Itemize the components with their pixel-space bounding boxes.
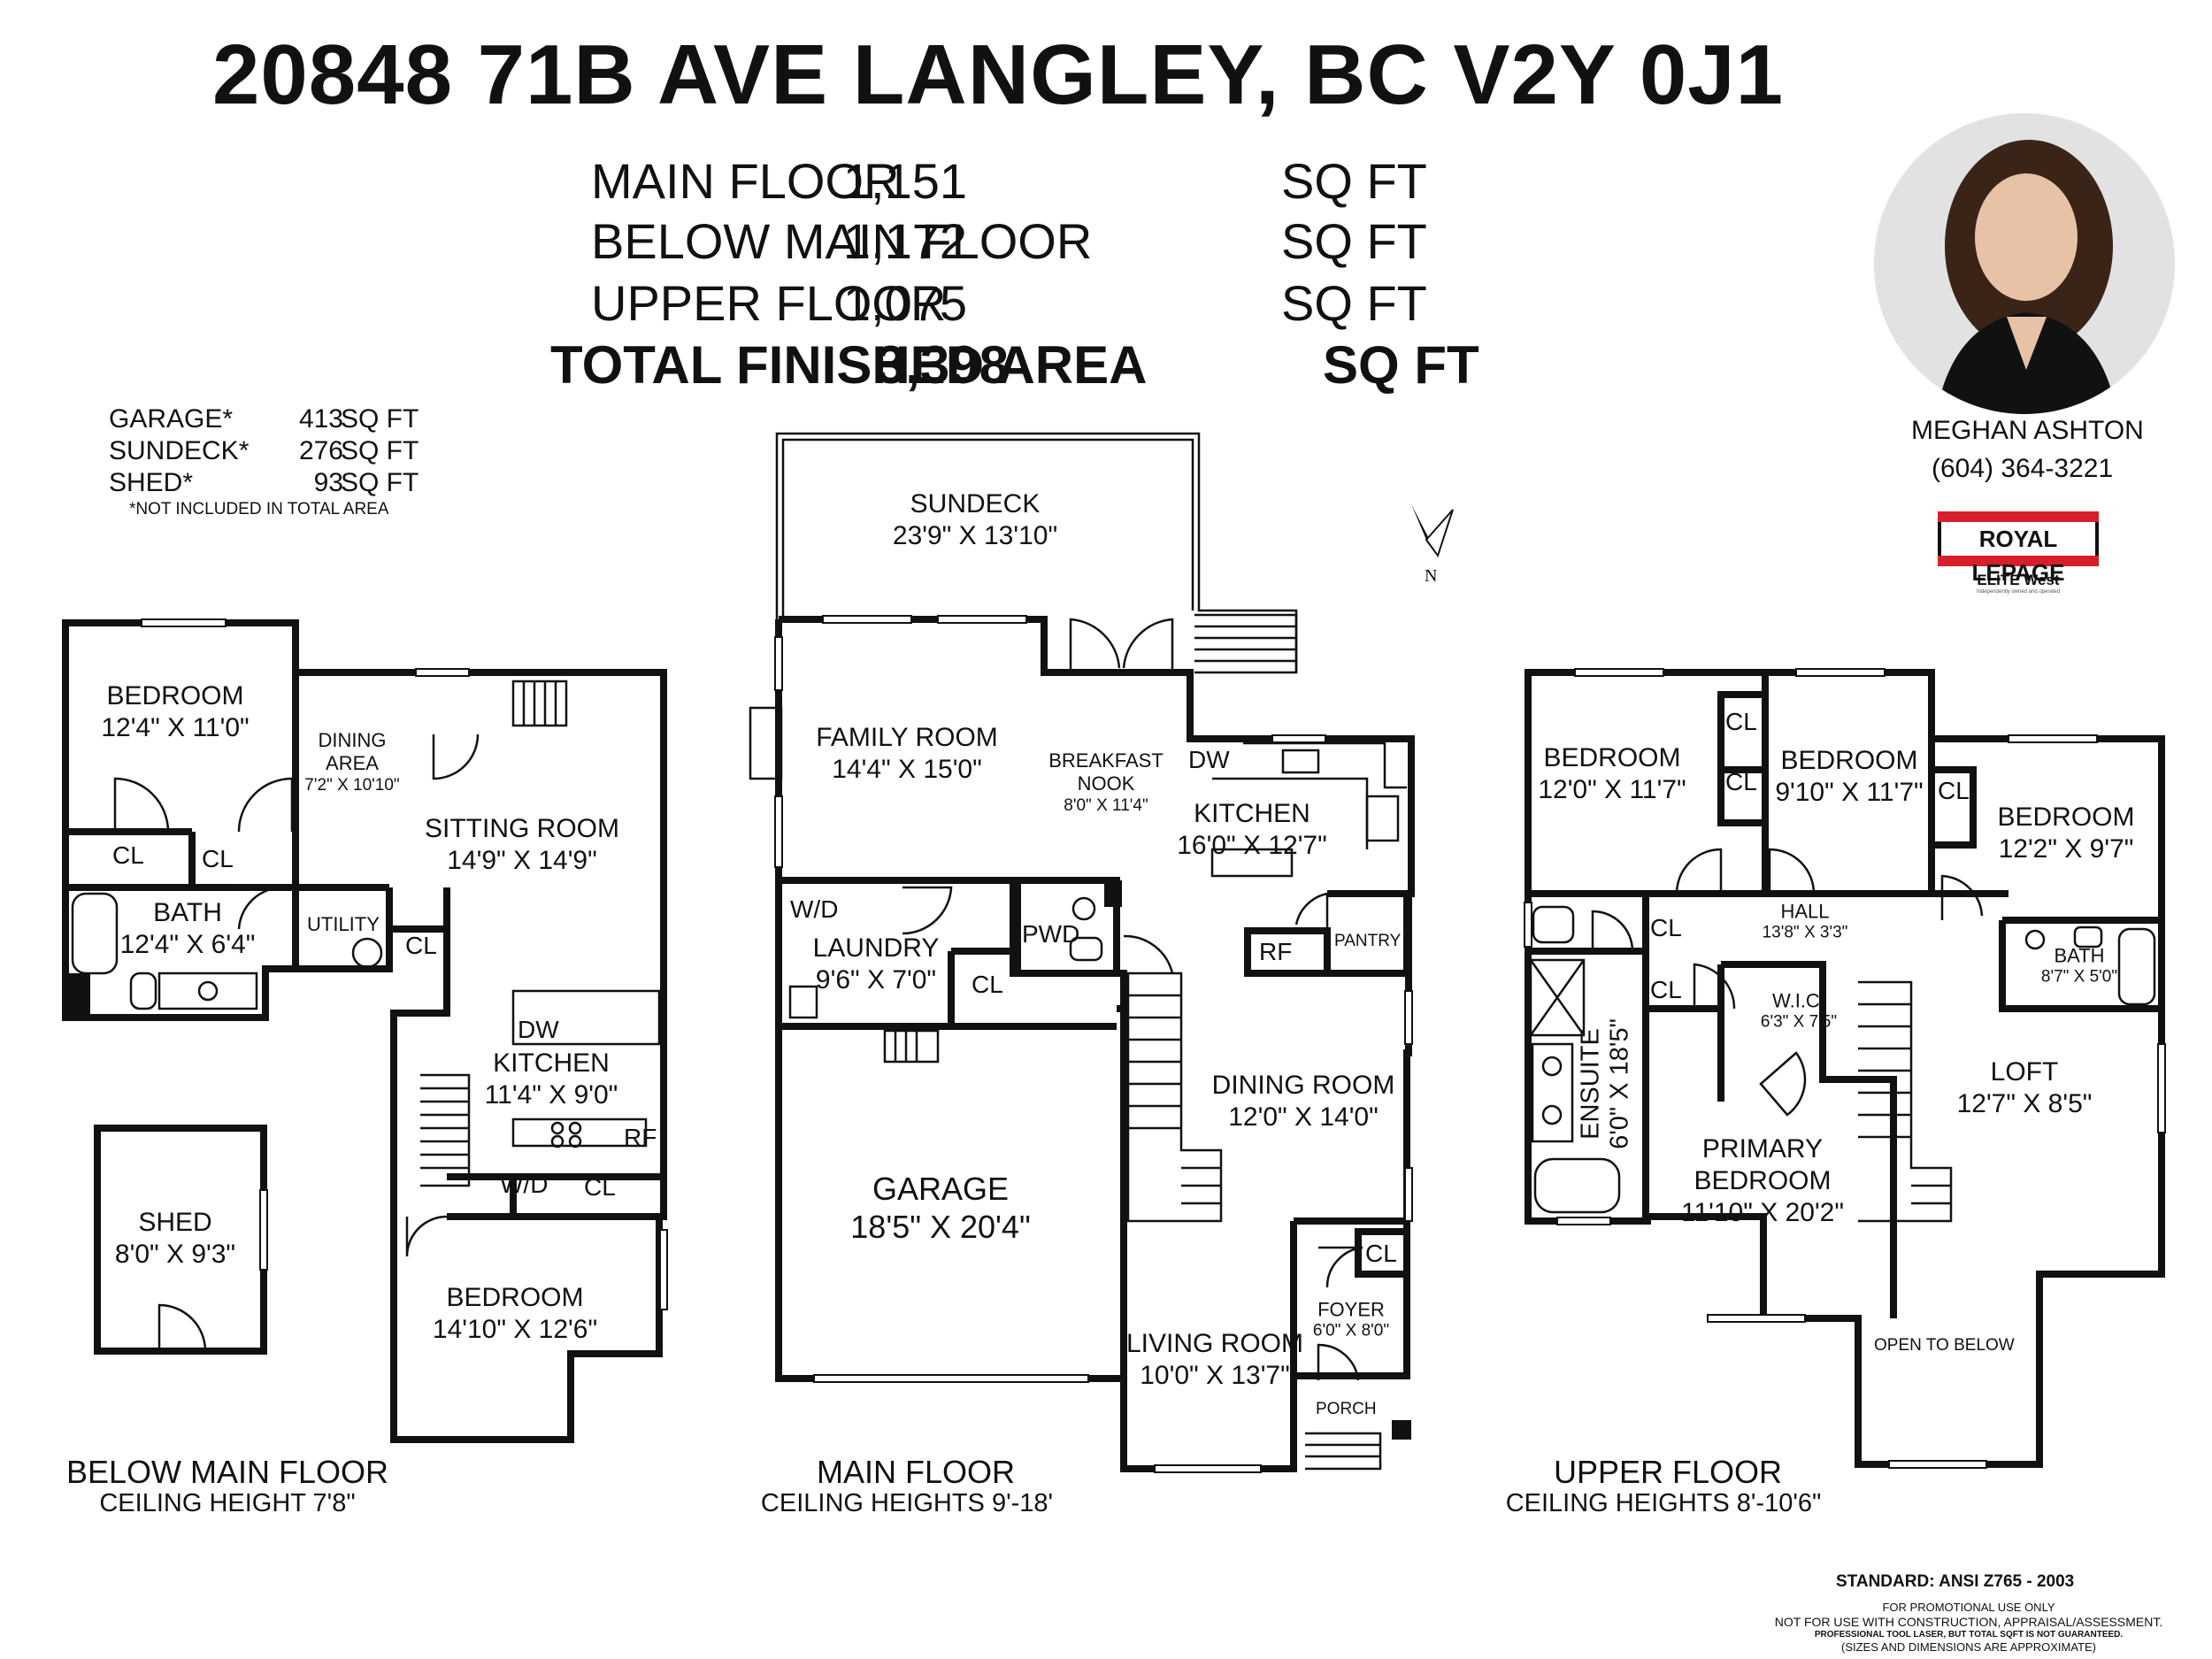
area-label: MAIN FLOOR [591,153,900,209]
main-floor-ceiling: CEILING HEIGHTS 9'-18' [760,1489,1054,1517]
agent-name: MEGHAN ASHTON [1911,416,2144,445]
standard-note: STANDARD: ANSI Z765 - 2003 [1836,1572,2075,1591]
room-dining-room: DINING ROOM 12'0" X 14'0" [1211,1071,1395,1132]
area-label: BELOW MAIN FLOOR [591,213,1093,269]
upper-floor-title: UPPER FLOOR [1553,1454,1783,1490]
area-label: UPPER FLOOR [591,275,947,331]
washer-dryer-label: W/D [790,895,839,923]
north-arrow-icon [1411,504,1454,558]
room-below-sitting-room: SITTING ROOM 14'9" X 14'9" [425,814,619,875]
total-value: 3,398 [875,335,1009,395]
fridge-label: RF [1259,938,1293,965]
room-upper-bedroom-2: BEDROOM 9'10" X 11'7" [1775,746,1924,807]
below-floor-title: BELOW MAIN FLOOR [65,1454,389,1490]
room-upper-bath: BATH 8'7" X 5'0" [2040,944,2118,987]
closet-label: CL [584,1173,616,1201]
agent-portrait-icon [1874,113,2175,414]
room-loft: LOFT 12'7" X 8'5" [1956,1057,2093,1118]
closet-label: CL [202,845,234,872]
room-sundeck: SUNDECK 23'9" X 13'10" [892,489,1058,550]
logo-office: ELITE West [1977,572,2060,588]
room-below-bath: BATH 12'4" X 6'4" [119,898,256,959]
closet-label: CL [1938,777,1970,804]
room-below-bedroom-1: BEDROOM 12'4" X 11'0" [101,681,250,742]
disclaimer-line: PROFESSIONAL TOOL LASER, BUT TOTAL SQFT … [1814,1630,2124,1640]
utility-label: UTILITY [307,913,380,935]
room-breakfast-nook: BREAKFAST NOOK 8'0" X 11'4" [1048,749,1164,815]
area-row-main: MAIN FLOOR 1,151 SQ FT [591,152,1476,214]
below-floor-ceiling: CEILING HEIGHT 7'8" [99,1489,356,1517]
porch-label: PORCH [1316,1400,1377,1418]
agent-photo [1874,113,2175,414]
upper-floor-ceiling: CEILING HEIGHTS 8'-10'6" [1505,1489,1822,1517]
room-below-dining-area: DINING AREA 7'2" X 10'10" [304,729,400,795]
extras-note: *NOT INCLUDED IN TOTAL AREA [129,500,389,518]
total-unit: SQ FT [1323,335,1479,395]
room-family-room: FAMILY ROOM 14'4" X 15'0" [816,723,998,784]
room-living-room: LIVING ROOM 10'0" X 13'7" [1125,1329,1304,1390]
brokerage-logo: ROYAL LEPAGE ELITE West Independently ow… [1938,511,2099,595]
powder-room-label: PWD [1022,920,1080,948]
room-ensuite: ENSUITE 6'0" X 18'5" [1576,1018,1634,1149]
area-row-upper: UPPER FLOOR 1,075 SQ FT [591,274,1476,336]
room-hall: HALL 13'8" X 3'3" [1762,900,1848,942]
area-unit: SQ FT [1281,153,1427,209]
disclaimer-line: (SIZES AND DIMENSIONS ARE APPROXIMATE) [1841,1640,2096,1654]
logo-wordmark: ROYAL LEPAGE [1938,522,2099,586]
room-upper-bedroom-3: BEDROOM 12'2" X 9'7" [1997,803,2135,864]
dishwasher-label: DW [1188,746,1230,773]
compass-north-label: N [1425,566,1438,586]
total-label: TOTAL FINISHED AREA [550,335,1148,395]
closet-label: CL [1650,976,1682,1003]
room-below-kitchen: KITCHEN 11'4" X 9'0" [484,1048,618,1110]
closet-label: CL [972,971,1003,998]
area-row-below: BELOW MAIN FLOOR 1,172 SQ FT [591,212,1476,274]
disclaimer-line: NOT FOR USE WITH CONSTRUCTION, APPRAISAL… [1774,1615,2163,1629]
logo-top-bar [1938,511,2099,522]
closet-label: CL [1725,708,1757,735]
property-address: 20848 71B AVE LANGLEY, BC V2Y 0J1 [212,27,1785,122]
room-laundry: LAUNDRY 9'6" X 7'0" [812,933,940,995]
room-shed: SHED 8'0" X 9'3" [114,1208,236,1269]
area-value: 1,075 [842,275,967,331]
washer-dryer-label: W/D [500,1171,549,1198]
closet-label: CL [1650,914,1682,941]
pantry-label: PANTRY [1334,932,1402,950]
closet-label: CL [1725,768,1757,795]
closet-label: CL [405,932,437,959]
open-to-below-label: OPEN TO BELOW [1874,1336,2015,1355]
fridge-label: RF [624,1124,657,1151]
closet-label: CL [112,841,144,869]
room-upper-bedroom-1: BEDROOM 12'0" X 11'7" [1538,743,1686,804]
disclaimer-line: FOR PROMOTIONAL USE ONLY [1882,1601,2055,1614]
agent-phone: (604) 364-3221 [1932,454,2114,483]
room-foyer: FOYER 6'0" X 8'0" [1312,1298,1390,1340]
logo-tagline: Independently owned and operated [1976,589,2061,595]
area-unit: SQ FT [1281,275,1427,331]
room-main-kitchen: KITCHEN 16'0" X 12'7" [1177,799,1327,860]
logo-bottom-bar [1938,556,2099,566]
closet-label: CL [1365,1240,1397,1267]
total-area-row: TOTAL FINISHED AREA 3,398 SQ FT [550,334,1488,396]
room-walk-in-closet: W.I.C. 6'3" X 7'5" [1760,989,1838,1032]
room-garage: GARAGE 18'5" X 20'4" [850,1170,1031,1245]
dishwasher-label: DW [518,1016,559,1043]
room-below-bedroom-2: BEDROOM 14'10" X 12'6" [432,1283,598,1344]
area-value: 1,172 [842,213,967,269]
area-value: 1,151 [842,153,967,209]
area-unit: SQ FT [1281,213,1427,269]
main-floor-title: MAIN FLOOR [816,1454,1016,1490]
room-primary-bedroom: PRIMARY BEDROOM 11'10" X 20'2" [1681,1134,1844,1227]
